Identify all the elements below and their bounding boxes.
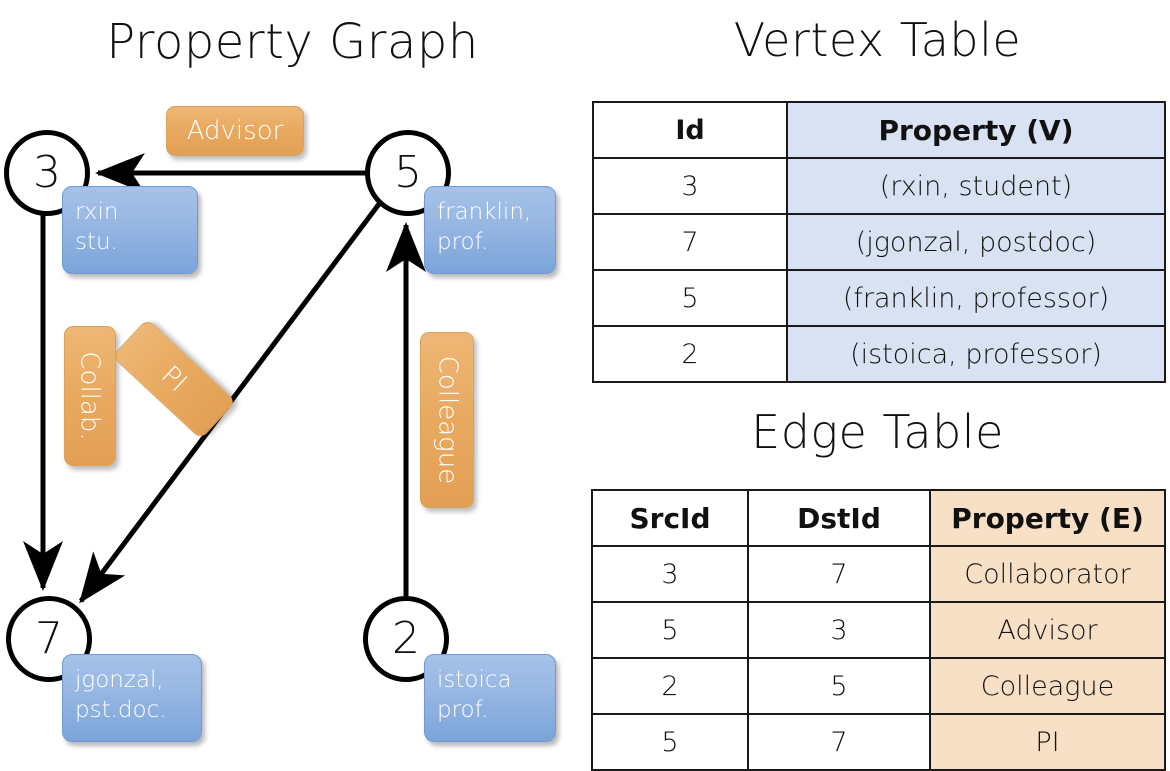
graph-node-2[interactable]: 2 <box>363 596 449 682</box>
edge-cell-dstid: 5 <box>747 657 931 715</box>
graph-node-7-label: 7 <box>35 613 63 664</box>
table-row: 5 3 Advisor <box>591 601 1166 659</box>
table-row: 2 (istoica, professor) <box>592 325 1166 383</box>
vertex-cell-id: 7 <box>592 213 788 271</box>
vertex-table-header-property: Property (V) <box>786 101 1166 159</box>
vertex-property-box-3: rxin stu. <box>62 186 198 274</box>
vertex-property-box-7: jgonzal, pst.doc. <box>62 654 202 742</box>
table-row: 5 (franklin, professor) <box>592 269 1166 327</box>
graph-node-5[interactable]: 5 <box>365 130 451 216</box>
vertex-cell-property: (jgonzal, postdoc) <box>786 213 1166 271</box>
edge-cell-srcid: 5 <box>591 713 749 771</box>
edge-table-header-row: SrcId DstId Property (E) <box>591 489 1166 547</box>
vertex-table-header-id: Id <box>592 101 788 159</box>
page-title-vertex-table: Vertex Table <box>733 13 1022 67</box>
vertex-cell-property: (istoica, professor) <box>786 325 1166 383</box>
vertex-table: Id Property (V) 3 (rxin, student) 7 (jgo… <box>592 101 1166 383</box>
edge-label-collab-text: Collab. <box>75 351 105 441</box>
edge-cell-property: Collaborator <box>929 545 1166 603</box>
property-graph-diagram: 3 5 7 2 rxin stu. franklin, prof. jgonza… <box>0 0 585 760</box>
vertex-cell-id: 3 <box>592 157 788 215</box>
edge-table-header-dstid: DstId <box>747 489 931 547</box>
vertex-cell-property: (rxin, student) <box>786 157 1166 215</box>
vertex-cell-id: 5 <box>592 269 788 327</box>
table-row: 2 5 Colleague <box>591 657 1166 715</box>
edge-table-header-property: Property (E) <box>929 489 1166 547</box>
table-row: 5 7 PI <box>591 713 1166 771</box>
edge-cell-srcid: 2 <box>591 657 749 715</box>
table-row: 3 7 Collaborator <box>591 545 1166 603</box>
edge-label-advisor: Advisor <box>166 106 304 156</box>
edge-table-header-srcid: SrcId <box>591 489 749 547</box>
edge-label-colleague: Colleague <box>420 332 474 508</box>
table-row: 7 (jgonzal, postdoc) <box>592 213 1166 271</box>
vertex-cell-id: 2 <box>592 325 788 383</box>
edge-label-colleague-text: Colleague <box>432 355 463 485</box>
vertex-property-box-2: istoica prof. <box>424 654 556 742</box>
vertex-property-box-5: franklin, prof. <box>424 186 556 274</box>
graph-node-5-label: 5 <box>394 147 422 198</box>
edge-cell-dstid: 7 <box>747 713 931 771</box>
edge-cell-dstid: 3 <box>747 601 931 659</box>
edge-cell-property: Colleague <box>929 657 1166 715</box>
graph-node-2-label: 2 <box>392 613 420 664</box>
vertex-table-header-row: Id Property (V) <box>592 101 1166 159</box>
edge-label-pi-text: PI <box>155 360 193 398</box>
table-row: 3 (rxin, student) <box>592 157 1166 215</box>
page-title-property-graph: Property Graph <box>106 14 479 70</box>
vertex-cell-property: (franklin, professor) <box>786 269 1166 327</box>
edge-table: SrcId DstId Property (E) 3 7 Collaborato… <box>591 489 1166 771</box>
edge-cell-property: Advisor <box>929 601 1166 659</box>
page-title-edge-table: Edge Table <box>751 405 1004 459</box>
edge-cell-property: PI <box>929 713 1166 771</box>
edge-cell-srcid: 3 <box>591 545 749 603</box>
edge-cell-dstid: 7 <box>747 545 931 603</box>
graph-node-3-label: 3 <box>33 147 61 198</box>
edge-label-collab: Collab. <box>64 326 116 466</box>
edge-cell-srcid: 5 <box>591 601 749 659</box>
edge-label-advisor-text: Advisor <box>186 116 284 146</box>
